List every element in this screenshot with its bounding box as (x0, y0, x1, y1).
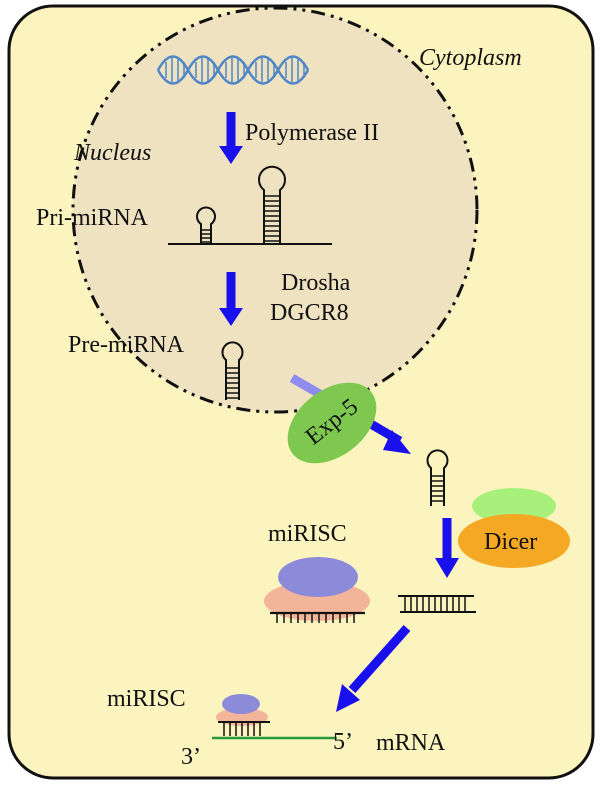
dicer-cap (472, 488, 556, 524)
dicer-label: Dicer (484, 529, 538, 555)
nucleus-region (71, 6, 479, 414)
pre-mirna-label: Pre-miRNA (68, 332, 184, 358)
dicer-cleavage-arrow (435, 518, 459, 578)
mirisc-top-upper (278, 557, 358, 597)
pri-mirna-transcript (168, 165, 332, 245)
exportin-5-protein (287, 382, 377, 464)
targeting-arrow (336, 625, 411, 712)
polymerase-label: Polymerase II (245, 120, 379, 146)
pre-mirna-hairpin (221, 341, 244, 400)
three-prime-label: 3’ (181, 744, 201, 770)
transcription-arrow (219, 112, 243, 164)
mirisc-label-upper: miRISC (268, 521, 347, 547)
mrna-label: mRNA (376, 730, 446, 756)
mirisc-top-lower (222, 694, 260, 714)
nucleus-label: Nucleus (74, 140, 152, 166)
drosha-processing-arrow (219, 272, 243, 326)
dgcr8-label: DGCR8 (270, 300, 349, 326)
cytoplasmic-pre-mirna-hairpin (426, 449, 449, 506)
mirna-duplex (398, 595, 476, 613)
mirisc-label-lower: miRISC (107, 686, 186, 712)
cytoplasm-label: Cytoplasm (419, 45, 522, 71)
pri-mirna-label: Pri-miRNA (36, 205, 149, 231)
drosha-label: Drosha (281, 270, 351, 296)
dna-helix-icon (156, 55, 310, 85)
mrna-strand (212, 721, 337, 740)
mirisc-guide-strand-upper (270, 611, 365, 623)
dicer-protein (458, 514, 570, 568)
five-prime-label: 5’ (333, 729, 353, 755)
